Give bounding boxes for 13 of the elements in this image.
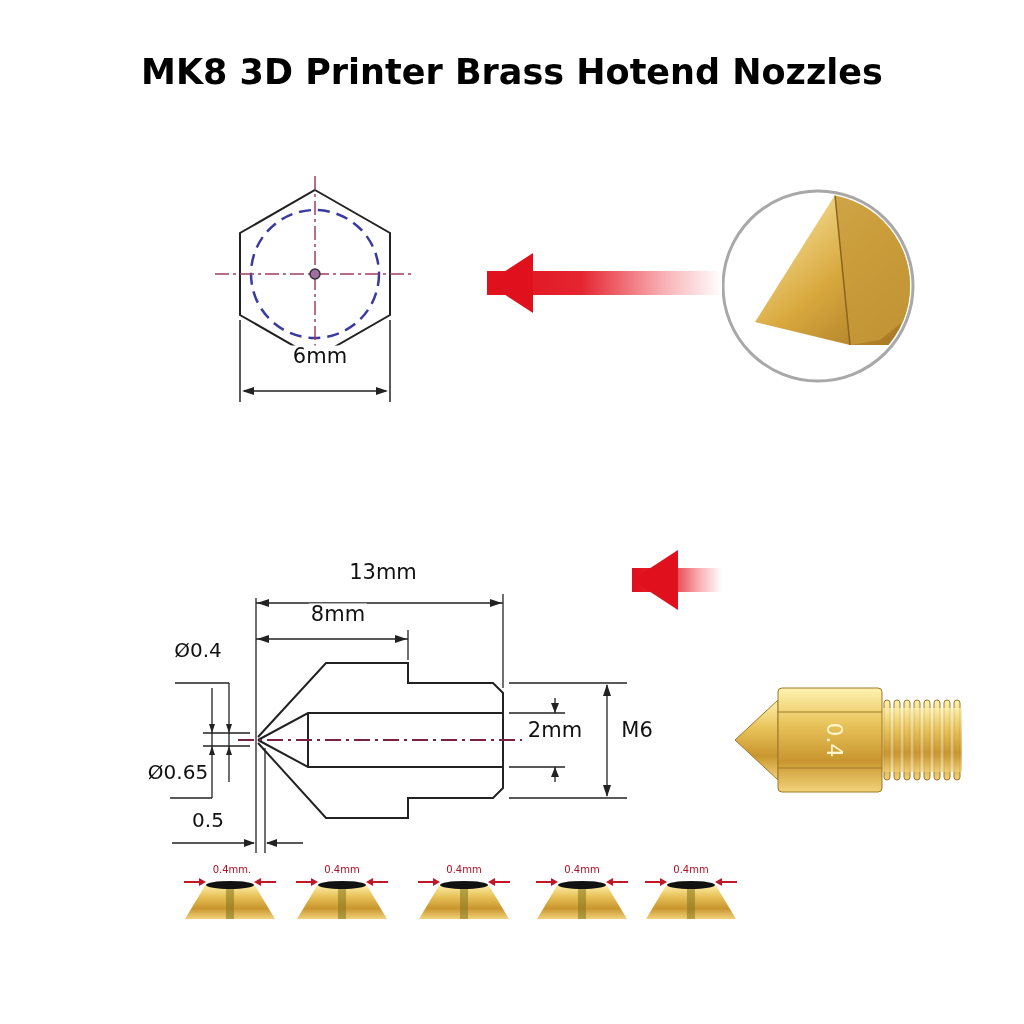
dimension-label: Ø0.4 <box>172 640 224 660</box>
brass-nozzle-drawing <box>733 685 965 795</box>
arrow <box>632 550 722 610</box>
dimension-label: 0.4mm <box>444 865 484 875</box>
dimension-label: 0.4mm <box>562 865 602 875</box>
dimension-label: 0.4mm <box>322 865 362 875</box>
nozzle-tip-closeup-drawing <box>722 190 916 384</box>
title: MK8 3D Printer Brass Hotend Nozzles <box>141 52 883 92</box>
arrow <box>487 253 722 313</box>
engraved-size-label: 0.4 <box>823 721 845 760</box>
dimension-label: 0.4mm. <box>210 865 254 875</box>
dimension-label: 0.4mm <box>671 865 711 875</box>
dimension-label: 0.5 <box>190 810 226 830</box>
